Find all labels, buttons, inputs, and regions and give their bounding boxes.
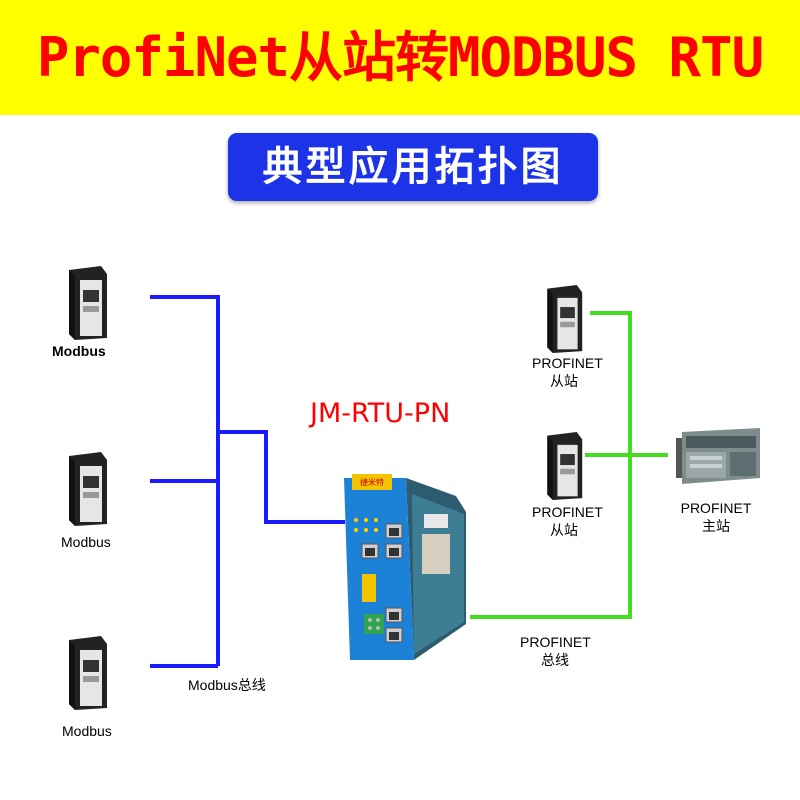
inverter-icon	[547, 432, 583, 500]
profinet-master-plc	[676, 428, 762, 490]
plc-icon	[676, 428, 760, 484]
gateway-device: 捷米特	[344, 474, 472, 664]
inverter-icon	[69, 266, 107, 340]
title-banner: ProfiNet从站转MODBUS RTU	[0, 0, 800, 115]
modbus-bus-label: Modbus总线	[188, 677, 266, 693]
gateway-model-label: JM-RTU-PN	[310, 398, 451, 429]
modbus-device-3-label: Modbus	[62, 723, 112, 739]
diagram-subtitle: 典型应用拓扑图	[228, 133, 598, 201]
gateway-brand-label: 捷米特	[360, 477, 384, 487]
profinet-slave-1-label: PROFINET 从站	[532, 354, 603, 390]
profinet-bus-line1: PROFINET	[520, 634, 591, 650]
profinet-slave-2-line2: 从站	[550, 522, 578, 538]
profinet-slave-1-line2: 从站	[550, 373, 578, 389]
profinet-slave-1-line1: PROFINET	[532, 355, 603, 371]
modbus-wire-top	[150, 295, 220, 666]
inverter-icon	[69, 636, 107, 710]
profinet-bus-line2: 总线	[541, 652, 569, 668]
inverter-icon	[547, 285, 583, 353]
page-title: ProfiNet从站转MODBUS RTU	[36, 26, 764, 89]
modbus-device-2	[63, 452, 107, 530]
profinet-slave-2-line1: PROFINET	[532, 504, 603, 520]
gateway-icon: 捷米特	[344, 474, 466, 660]
profinet-bus-label: PROFINET 总线	[520, 633, 591, 669]
modbus-device-1-label: Modbus	[52, 343, 106, 359]
profinet-bus-lines	[470, 311, 668, 619]
modbus-device-2-label: Modbus	[61, 534, 111, 550]
profinet-master-line1: PROFINET	[680, 500, 752, 516]
modbus-bus-lines	[150, 295, 345, 668]
inverter-icon	[69, 452, 107, 526]
profinet-wire-gateway	[470, 311, 632, 619]
profinet-master-line2: 主站	[702, 518, 730, 534]
modbus-device-3	[63, 636, 107, 714]
profinet-slave-2-label: PROFINET 从站	[532, 503, 603, 539]
modbus-wire-to-gateway	[218, 430, 345, 524]
profinet-slave-1	[540, 285, 584, 357]
modbus-device-1	[63, 266, 107, 344]
profinet-slave-2	[540, 432, 584, 504]
profinet-master-label: PROFINET 主站	[680, 499, 752, 535]
